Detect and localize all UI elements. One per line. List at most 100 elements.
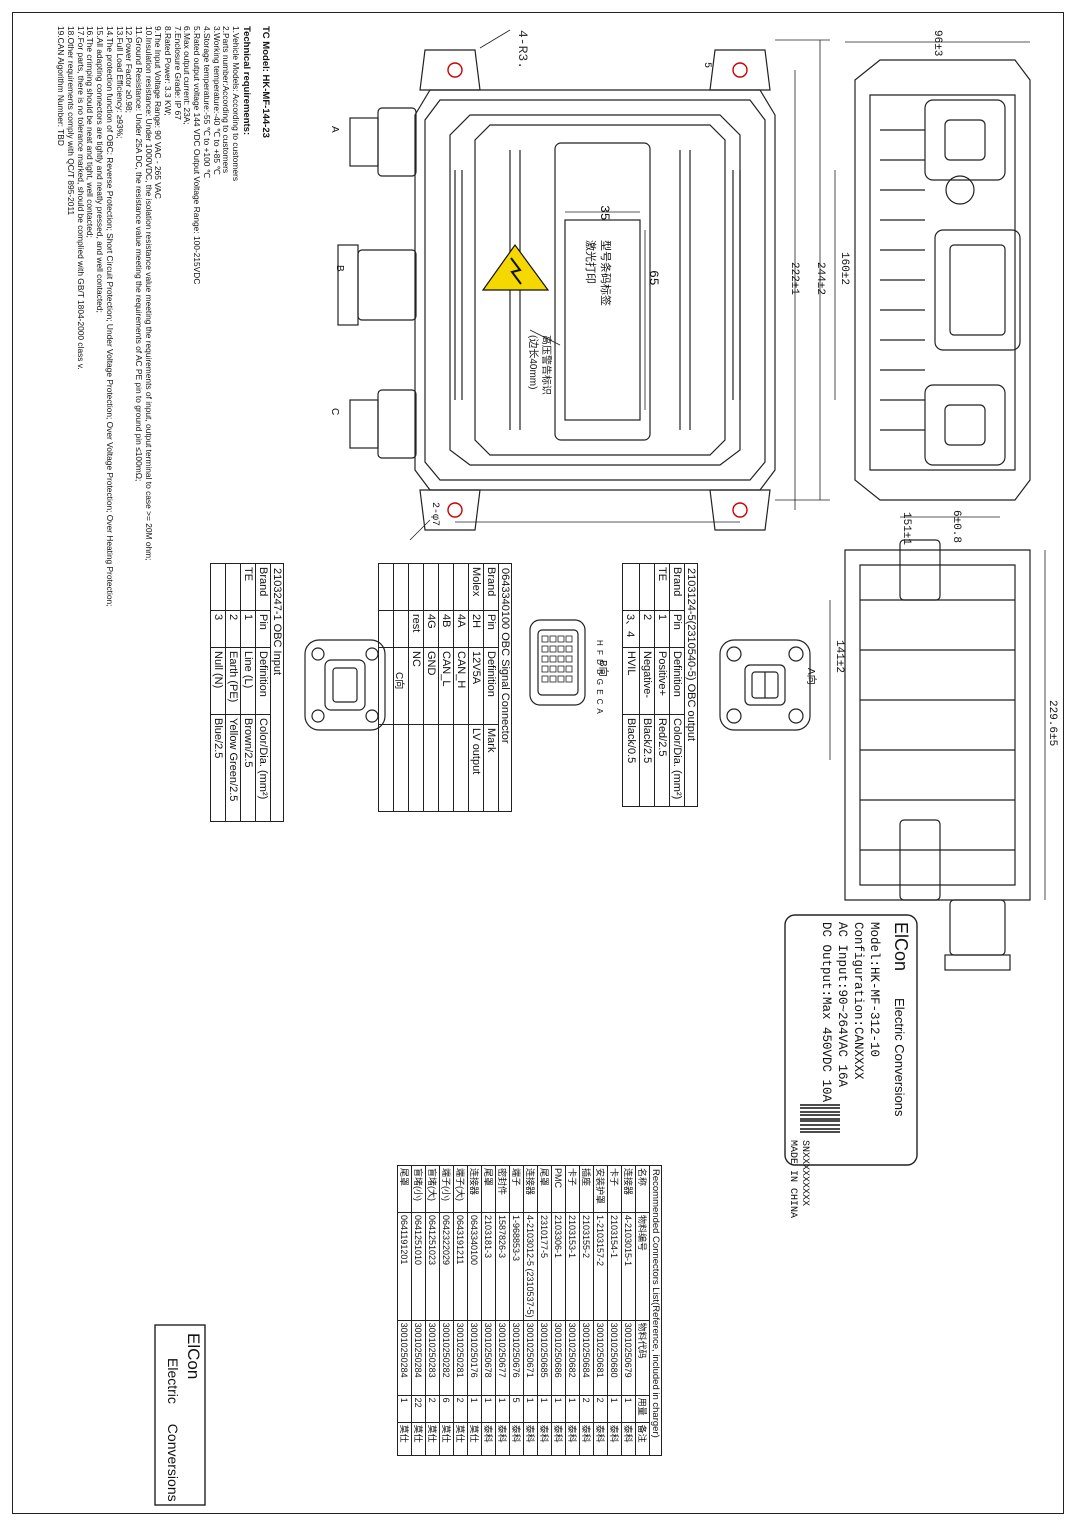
table-header: Definition — [483, 647, 499, 725]
nameplate-model: Model:HK-MF-312-10 — [867, 922, 881, 1058]
table-header: 名称 — [635, 1165, 650, 1213]
table-cell: 1 — [654, 610, 670, 648]
table-header: Pin — [669, 610, 685, 648]
table-cell: 泰科 — [509, 1422, 524, 1456]
nameplate: ElCon Electric Conversions Model:HK-MF-3… — [818, 922, 912, 1117]
table-cell: 6 — [439, 1395, 454, 1423]
pin-letter: F — [595, 650, 604, 656]
signal-connector-face — [529, 619, 586, 706]
table-cell: 盲堵(小) — [411, 1165, 426, 1213]
table-header-row: Brand Pin Definition Color/Dia. (mm²) — [255, 563, 271, 822]
table-cell: Black/2.5 — [639, 714, 655, 807]
table-header: Pin — [255, 610, 271, 648]
table-cell — [378, 647, 394, 725]
side-view-housing — [829, 539, 1046, 971]
pin-letter: G — [595, 678, 604, 686]
table-row: TE 1 Line (L) Brown/2.5 — [240, 563, 256, 822]
table-cell: 1 — [495, 1395, 510, 1423]
table-header: Brand — [669, 563, 685, 611]
table-cell — [393, 724, 409, 812]
table-row — [378, 563, 394, 812]
table-header: 备注 — [635, 1422, 650, 1456]
table-cell: 30010250284 — [411, 1320, 426, 1396]
dim-160: 160±2 — [838, 252, 850, 286]
table-header-row: 名称 物料编号 物料代码 用量 备注 — [635, 1165, 650, 1456]
tc-model-title: TC Model: HK-MF-144-23 — [260, 26, 271, 138]
table-cell: 4G — [423, 610, 439, 648]
table-cell: 端子(小) — [439, 1165, 454, 1213]
title-block-sub1: Electric — [165, 1358, 181, 1404]
table-cell: 卡子 — [565, 1165, 580, 1213]
table-cell — [378, 610, 394, 648]
nameplate-made-in: MADE IN CHINA — [787, 1140, 798, 1219]
connector-b-label: B — [334, 265, 345, 272]
pin-letter: A — [595, 708, 604, 715]
table-cell: 30010250685 — [537, 1320, 552, 1396]
nameplate-outline — [784, 914, 918, 1166]
table-cell: 0641251010 — [411, 1212, 426, 1321]
table-cell: 30010250671 — [523, 1320, 538, 1396]
barcode — [800, 1104, 840, 1133]
table-row: 4B CAN_L — [438, 563, 454, 812]
dim-244: 244±2 — [814, 262, 826, 296]
table-cell: 2103155-2 — [579, 1212, 594, 1321]
table-cell: 端子 — [509, 1165, 524, 1213]
table-cell: 2310177-5 — [537, 1212, 552, 1321]
view-a-label: A向 — [805, 668, 816, 685]
dim-r3: 4-R3. — [515, 30, 530, 70]
table-cell: 12V5A — [468, 647, 484, 725]
table-cell: Black/0.5 — [622, 714, 640, 807]
label-line1: 型号条码标签 — [599, 240, 611, 306]
nameplate-dc-output: DC Output:Max 450VDC 10A — [819, 922, 833, 1103]
table-cell: 2 — [639, 610, 655, 648]
table-cell — [378, 563, 394, 611]
table-header: 物料代码 — [635, 1320, 650, 1396]
table-cell: 30010250686 — [551, 1320, 566, 1396]
tech-line: 9.The Input Voltage Range: 90 VAC - 265 … — [153, 26, 164, 199]
table-header: 物料编号 — [635, 1212, 650, 1321]
table-cell: Molex — [468, 563, 484, 611]
end-view-housing — [834, 41, 1031, 518]
dim-35: 35 — [597, 205, 612, 221]
table-cell: Brown/2.5 — [240, 714, 256, 822]
table-cell: 30010250682 — [565, 1320, 580, 1396]
label-line2: 激光打印 — [584, 240, 596, 284]
pin-letter: B — [595, 669, 604, 676]
table-cell: 30010250677 — [495, 1320, 510, 1396]
output-table-title: 2103124-5(2310540-5) OBC output — [685, 563, 698, 807]
tech-line: 13.Full Load Efficiency: ≥93%; — [114, 26, 125, 139]
nameplate-brand-name: ElCon — [891, 922, 911, 972]
table-cell: TE — [240, 563, 256, 611]
table-cell: 莫仕 — [397, 1422, 412, 1456]
table-cell: 安装护罩 — [593, 1165, 608, 1213]
title-block-outline — [154, 1324, 206, 1506]
table-cell — [393, 563, 409, 611]
table-header: Brand — [255, 563, 271, 611]
table-header: Brand — [483, 563, 499, 611]
connectors-list-title: Recommended Connectors List(Reference, i… — [650, 1165, 662, 1456]
table-row: 4A CAN_H — [453, 563, 469, 812]
tech-line: 6.Max output current: 23A; — [182, 26, 193, 125]
table-cell — [210, 563, 226, 611]
pin-letter: H — [595, 640, 604, 647]
table-cell — [408, 724, 424, 812]
table-cell: 1 — [397, 1395, 412, 1423]
table-row: 2 Negative- Black/2.5 — [639, 563, 655, 807]
dim-5: 5 — [701, 62, 712, 69]
table-cell: rest — [408, 610, 424, 648]
table-cell: 泰科 — [607, 1422, 622, 1456]
title-block-sub2: Conversions — [165, 1423, 181, 1502]
table-cell — [225, 563, 241, 611]
tech-line: 1.Vehicle Models: According to customers — [231, 26, 241, 182]
table-cell: 泰科 — [495, 1422, 510, 1456]
connector-c-label: C — [329, 408, 340, 416]
table-cell: 端子(大) — [453, 1165, 468, 1213]
table-cell: 尾罩 — [537, 1165, 552, 1213]
